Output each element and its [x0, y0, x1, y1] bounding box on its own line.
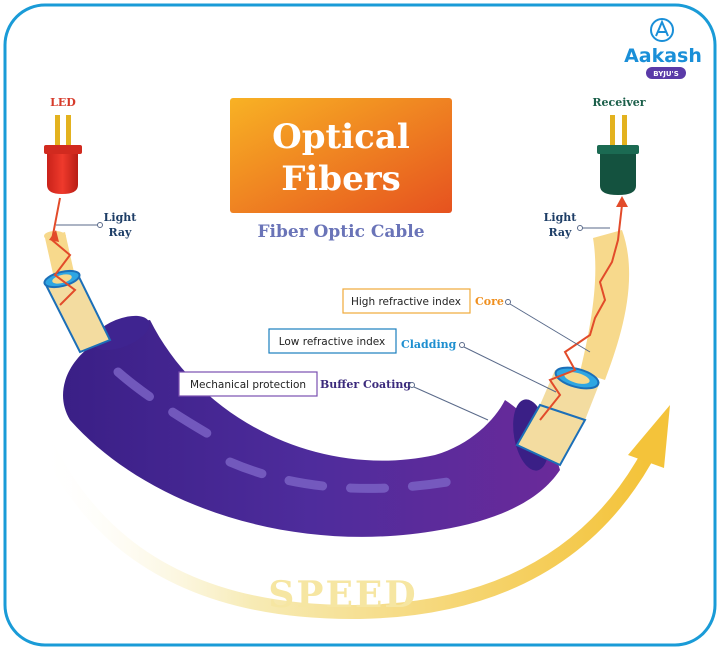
speed-label: SPEED [268, 574, 417, 616]
title-card: Optical Fibers [230, 98, 452, 213]
brand-sub: BYJU'S [653, 70, 679, 78]
cladding-leader [463, 346, 557, 393]
brand-name: Aakash [624, 45, 702, 67]
buffer-leader [413, 386, 489, 421]
light-ray-right [539, 204, 623, 421]
cladding-label: Cladding [401, 338, 457, 351]
light-ray-left [50, 197, 77, 306]
light-ray-right-line1: Light [544, 211, 578, 224]
core-leader [509, 303, 591, 353]
brand-logo: Aakash BYJU'S [624, 18, 702, 79]
title-line2: Fibers [281, 159, 401, 199]
buffer-box-text: Mechanical protection [190, 379, 306, 391]
core-box [342, 288, 471, 314]
buffer-box [178, 371, 318, 397]
title-line1: Optical [272, 117, 410, 157]
brand-emblem-icon [650, 18, 674, 42]
core-label: Core [475, 295, 504, 308]
core-box-text: High refractive index [351, 296, 461, 308]
led-icon [44, 115, 82, 194]
light-ray-right-line2: Ray [549, 226, 573, 239]
receiver-label: Receiver [592, 96, 645, 109]
receiver-icon [597, 115, 639, 195]
light-ray-left-line1: Light [104, 211, 138, 224]
cladding-box-text: Low refractive index [279, 336, 386, 348]
light-ray-left-line2: Ray [109, 226, 133, 239]
subtitle: Fiber Optic Cable [257, 222, 424, 242]
right-fiber-end [515, 230, 630, 467]
cladding-box [268, 328, 397, 354]
led-label: LED [50, 96, 76, 109]
buffer-label: Buffer Coating [320, 378, 411, 391]
speed-arrow [33, 405, 670, 620]
